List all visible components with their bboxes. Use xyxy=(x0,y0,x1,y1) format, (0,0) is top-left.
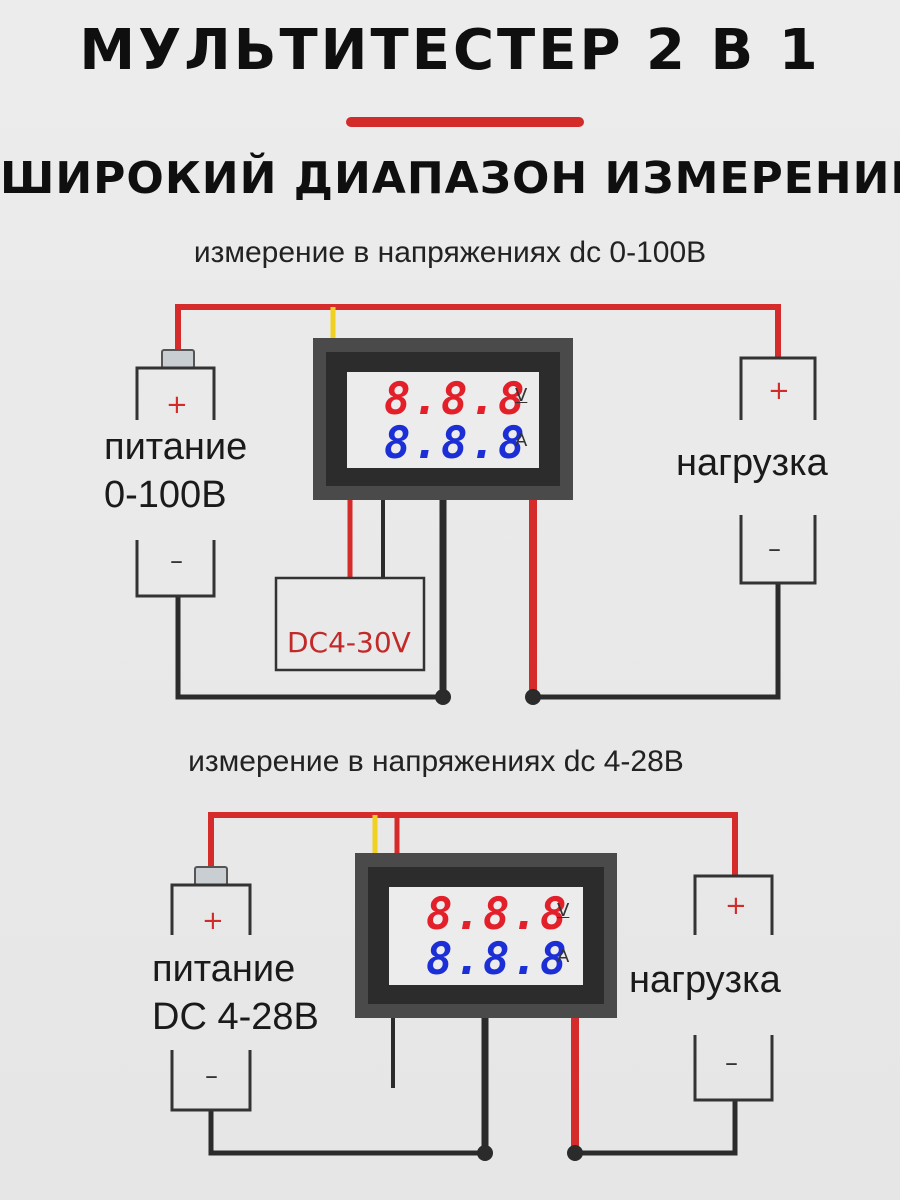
d1-source-bottom-bracket xyxy=(135,540,216,598)
d1-source-label-line2: 0-100В xyxy=(104,474,227,516)
d2-load-top-bracket xyxy=(693,874,774,935)
d1-load-plus-sign: + xyxy=(768,376,790,406)
d1-negative-wire-load xyxy=(533,583,781,700)
d2-load-minus-sign: – xyxy=(725,1048,738,1078)
d2-unit-voltage: V xyxy=(557,900,570,921)
d1-source-label-line1: питание xyxy=(104,426,248,468)
d1-battery-terminal xyxy=(161,349,195,369)
d1-load-minus-sign: – xyxy=(768,534,781,564)
d2-unit-current: A xyxy=(557,946,570,967)
d1-unit-current: A xyxy=(515,430,528,451)
d1-negative-wire-source xyxy=(175,596,443,700)
diagram-1-wiring xyxy=(135,304,817,705)
d1-source-minus-sign: – xyxy=(170,546,183,576)
d2-junction-dot xyxy=(567,1145,583,1161)
d2-negative-wire-source xyxy=(208,1110,485,1156)
diagram-2-wiring xyxy=(170,812,774,1161)
d1-positive-wire xyxy=(175,304,781,358)
d2-source-top-bracket xyxy=(170,883,252,935)
d1-source-plus-sign: + xyxy=(166,390,188,420)
d1-load-bottom-bracket xyxy=(739,515,817,585)
d2-source-plus-sign: + xyxy=(202,906,224,936)
d2-source-label-line1: питание xyxy=(152,948,296,990)
d1-aux-supply-box xyxy=(274,576,426,672)
d1-junction-dot xyxy=(525,689,541,705)
d2-current-display: 8.8.8 xyxy=(426,934,569,985)
d2-negative-wire-load xyxy=(575,1100,738,1156)
d1-source-top-bracket xyxy=(135,366,216,420)
d2-source-label-line2: DC 4-28В xyxy=(152,996,319,1038)
diagram-1-caption: измерение в напряжениях dc 0-100В xyxy=(193,236,707,269)
d1-junction-dot xyxy=(435,689,451,705)
diagram-2-caption: измерение в напряжениях dc 4-28В xyxy=(188,745,684,778)
d2-load-bottom-bracket xyxy=(693,1035,774,1102)
d1-voltage-display: 8.8.8 xyxy=(384,374,527,425)
d1-unit-voltage: V xyxy=(515,385,528,406)
d1-aux-supply-label: DC4-30V xyxy=(287,626,411,659)
d2-load-plus-sign: + xyxy=(725,891,747,921)
page-title: МУЛЬТИТЕСТЕР 2 В 1 xyxy=(79,18,821,83)
d1-current-display: 8.8.8 xyxy=(384,418,527,469)
d1-load-label: нагрузка xyxy=(676,442,828,484)
d1-meter-screen xyxy=(347,372,539,468)
d2-load-label: нагрузка xyxy=(629,959,781,1001)
d2-voltage-display: 8.8.8 xyxy=(426,889,569,940)
d2-positive-wire xyxy=(208,812,738,876)
title-accent-bar xyxy=(346,117,584,127)
d2-meter-screen xyxy=(389,887,583,985)
d2-source-minus-sign: – xyxy=(205,1061,218,1091)
d1-load-top-bracket xyxy=(739,356,817,420)
page-subtitle: ШИРОКИЙ ДИАПАЗОН ИЗМЕРЕНИЙ xyxy=(0,153,900,204)
d2-source-bottom-bracket xyxy=(170,1050,252,1112)
d2-battery-terminal xyxy=(194,866,228,886)
d2-junction-dot xyxy=(477,1145,493,1161)
